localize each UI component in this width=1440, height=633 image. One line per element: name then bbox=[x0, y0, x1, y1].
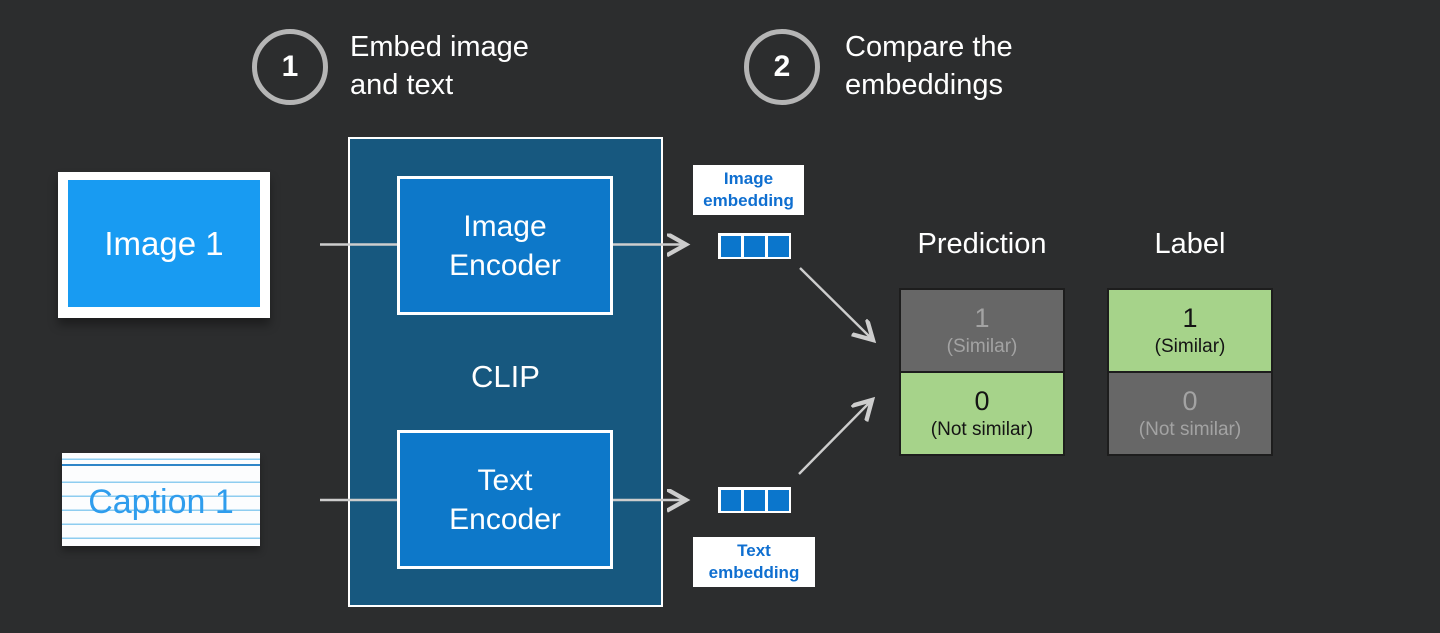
step-1-label-line2: and text bbox=[350, 69, 454, 101]
clip-model-box: Image Encoder CLIP Text Encoder bbox=[348, 137, 663, 607]
text-encoder-label-line1: Text bbox=[477, 463, 533, 497]
image-1-label: Image 1 bbox=[104, 224, 224, 262]
step-2-badge: 2 bbox=[744, 29, 820, 105]
label-not-similar-value: 0 bbox=[1182, 385, 1198, 416]
prediction-header: Prediction bbox=[917, 228, 1047, 260]
prediction-not-similar-cell: 0 (Not similar) bbox=[901, 371, 1063, 454]
step-2-number: 2 bbox=[773, 50, 791, 83]
step-2-label-line1: Compare the bbox=[845, 31, 1013, 63]
prediction-similar-value: 1 bbox=[974, 302, 990, 333]
clip-title: CLIP bbox=[471, 359, 540, 394]
prediction-similar-note: (Similar) bbox=[946, 335, 1018, 357]
step-1-label-line1: Embed image bbox=[350, 31, 529, 63]
embedding-cell bbox=[767, 235, 789, 257]
prediction-similar-cell: 1 (Similar) bbox=[901, 290, 1063, 371]
label-similar-cell: 1 (Similar) bbox=[1109, 290, 1271, 371]
image-encoder-label-line1: Image bbox=[463, 209, 547, 243]
text-embedding-label: Text embedding bbox=[693, 537, 815, 587]
image-encoder-box: Image Encoder bbox=[397, 176, 613, 315]
image-embedding-vector bbox=[718, 233, 791, 259]
caption-1-label: Caption 1 bbox=[88, 483, 234, 521]
text-encoder-box: Text Encoder bbox=[397, 430, 613, 569]
label-table: 1 (Similar) 0 (Not similar) bbox=[1107, 288, 1273, 456]
embedding-cell bbox=[744, 235, 765, 257]
embedding-cell bbox=[767, 489, 789, 511]
embedding-cell bbox=[720, 489, 742, 511]
arrow-text-embedding-to-comparison bbox=[798, 400, 872, 475]
step-1-badge: 1 bbox=[252, 29, 328, 105]
image-embedding-label-line2: embedding bbox=[703, 191, 794, 210]
image-embedding-label-line1: Image bbox=[723, 169, 774, 188]
text-embedding-label-line1: Text bbox=[737, 541, 771, 560]
image-embedding-label: Image embedding bbox=[693, 165, 804, 215]
label-header: Label bbox=[1154, 228, 1226, 260]
embedding-cell bbox=[720, 235, 742, 257]
label-similar-value: 1 bbox=[1182, 302, 1198, 333]
label-similar-note: (Similar) bbox=[1154, 335, 1226, 357]
step-1-number: 1 bbox=[281, 50, 299, 83]
label-not-similar-note: (Not similar) bbox=[1138, 418, 1242, 440]
embedding-cell bbox=[744, 489, 765, 511]
image-1-card: Image 1 bbox=[58, 172, 270, 318]
image-1-thumbnail: Image 1 bbox=[68, 180, 260, 307]
text-embedding-label-line2: embedding bbox=[708, 563, 800, 582]
prediction-not-similar-value: 0 bbox=[974, 385, 990, 416]
step-2-label-line2: embeddings bbox=[845, 69, 1003, 101]
prediction-table: 1 (Similar) 0 (Not similar) bbox=[899, 288, 1065, 456]
step-2-label: Compare the embeddings bbox=[845, 28, 1013, 104]
text-encoder-label-line2: Encoder bbox=[449, 502, 561, 536]
arrow-image-embedding-to-comparison bbox=[799, 267, 873, 340]
prediction-not-similar-note: (Not similar) bbox=[930, 418, 1034, 440]
caption-1-card: Caption 1 bbox=[62, 453, 260, 546]
step-1-label: Embed image and text bbox=[350, 28, 529, 104]
image-encoder-label-line2: Encoder bbox=[449, 248, 561, 282]
label-not-similar-cell: 0 (Not similar) bbox=[1109, 371, 1271, 454]
text-embedding-vector bbox=[718, 487, 791, 513]
